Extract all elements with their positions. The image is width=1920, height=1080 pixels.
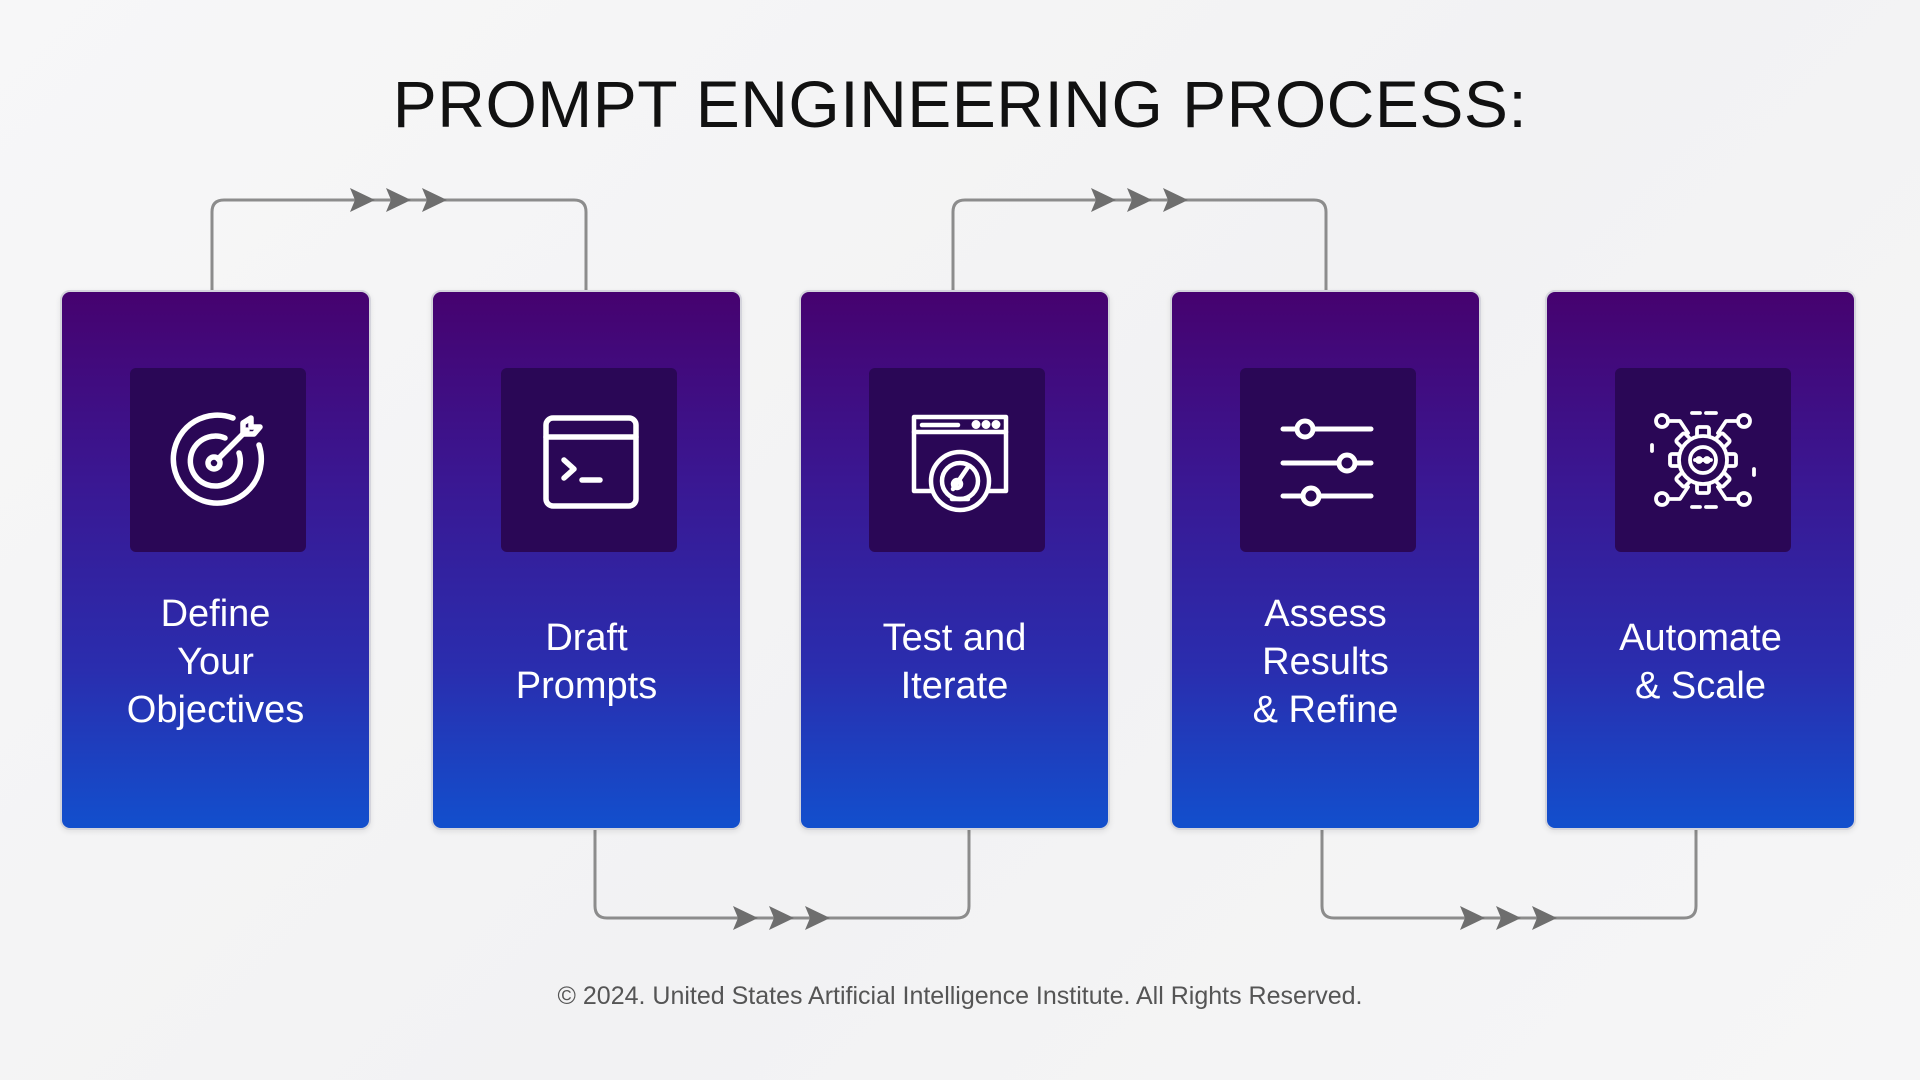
- triple-arrow-4: [1460, 906, 1557, 930]
- step-card-draft-prompts: Draft Prompts: [431, 290, 742, 830]
- step-label: Define Your Objectives: [126, 593, 305, 731]
- triple-arrow-3: [733, 906, 830, 930]
- step-card-automate-scale: Automate & Scale: [1545, 290, 1856, 830]
- sliders-icon: [1280, 418, 1374, 507]
- step-label: Test and Iterate: [882, 617, 1027, 707]
- copyright-footer: © 2024. United States Artificial Intelli…: [557, 982, 1363, 1010]
- connector-2-3: [593, 830, 971, 920]
- icon-tile: [130, 368, 306, 552]
- connector-3-4: [951, 198, 1328, 290]
- icon-tile: [869, 368, 1045, 552]
- step-card-test-iterate: Test and Iterate: [799, 290, 1110, 830]
- terminal-window-icon: [543, 415, 639, 509]
- gear-automation-icon: [1650, 411, 1756, 509]
- icon-tile: [1240, 368, 1416, 552]
- browser-speedometer-icon: [911, 414, 1009, 513]
- step-label: Assess Results & Refine: [1252, 593, 1399, 731]
- step-label: Automate & Scale: [1619, 617, 1782, 707]
- connector-4-5: [1320, 830, 1698, 920]
- step-label: Draft Prompts: [515, 617, 658, 707]
- step-card-define-objectives: Define Your Objectives: [60, 290, 371, 830]
- target-arrow-icon: [170, 412, 265, 506]
- step-card-assess-refine: Assess Results & Refine: [1170, 290, 1481, 830]
- icon-tile: [501, 368, 677, 552]
- icon-tile: [1615, 368, 1791, 552]
- page-title: PROMPT ENGINEERING PROCESS:: [392, 67, 1528, 141]
- triple-arrow-2: [1091, 188, 1188, 212]
- connector-1-2: [210, 198, 588, 290]
- triple-arrow-1: [350, 188, 447, 212]
